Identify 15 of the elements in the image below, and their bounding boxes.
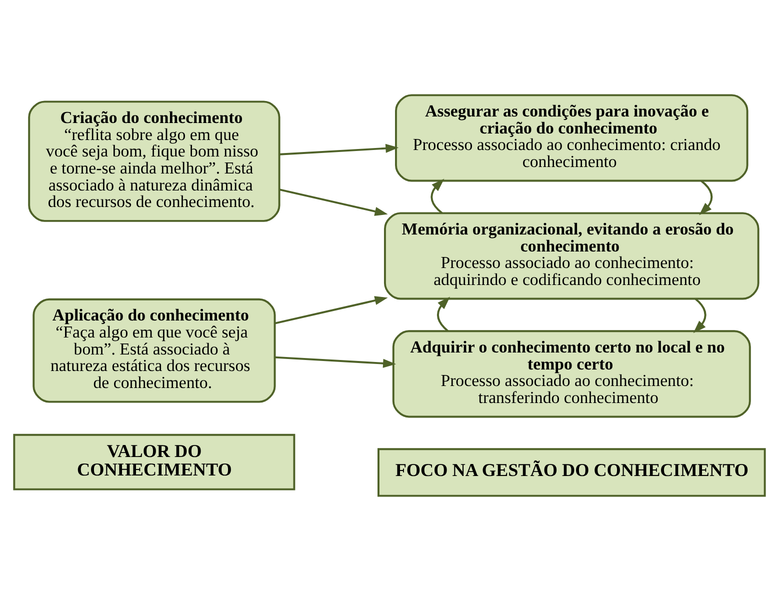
arrow: [430, 178, 444, 214]
node-box: Memória organizacional, evitando a erosão do conhecimento Processo associado ao conhecimento: adquirindo e codificando conhecimento: [384, 212, 759, 300]
arrow: [436, 296, 450, 332]
node-box: Aplicação do conhecimento “Faça algo em que você seja bom”. Está associado à natureza estática dos recursos de conhecimento.: [32, 298, 276, 402]
node-box: Criação do conhecimento “reflita sobre algo em que você seja bom, fique bom nisso e torne-se ainda melhor”. Está associado à natureza dinâmica dos recursos de conhecimento.: [28, 100, 280, 222]
arrow: [692, 298, 706, 333]
arrow: [278, 143, 398, 155]
node-box: Assegurar as condições para inovação e criação do conhecimento Processo associado ao conhecimento: criando conhecimento: [394, 94, 748, 182]
node-box: FOCO NA GESTÃO DO CONHECIMENTO: [377, 448, 766, 496]
arrow: [274, 356, 396, 368]
arrow: [278, 188, 388, 216]
node-box: VALOR DO CONHECIMENTO: [12, 433, 295, 490]
arrow: [274, 296, 388, 324]
arrow: [698, 180, 712, 215]
node-box: Adquirir o conhecimento certo no local e no tempo certo Processo associado ao conhecimento: transferindo conhecimento: [392, 330, 750, 418]
